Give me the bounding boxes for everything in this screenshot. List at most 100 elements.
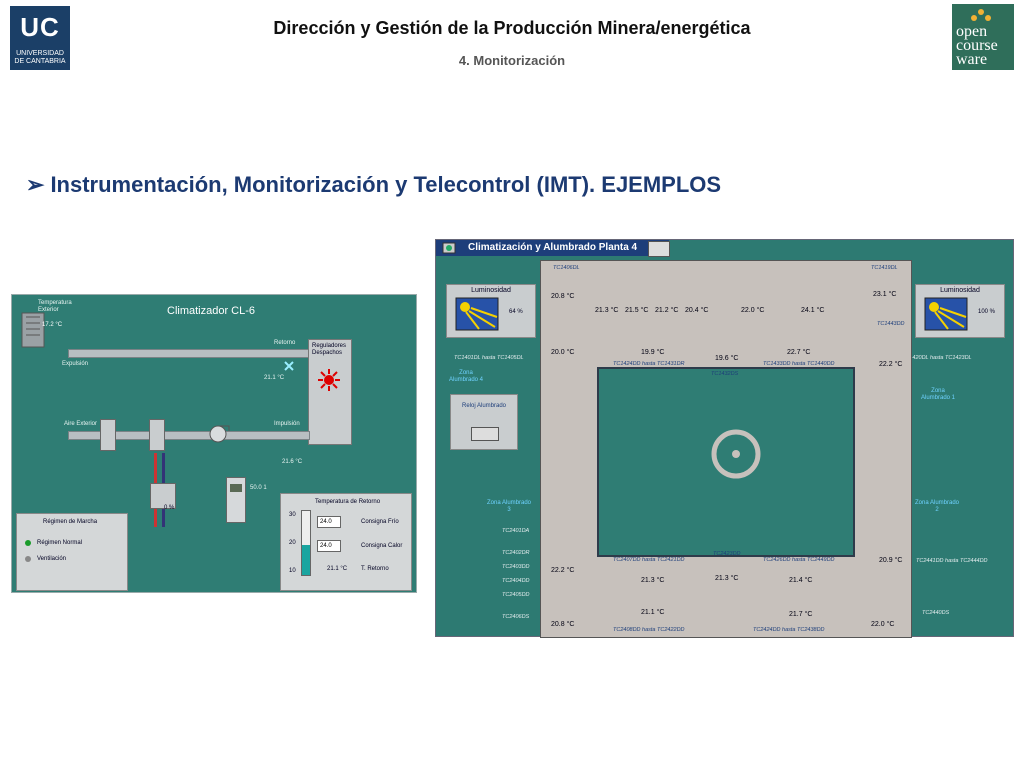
tc-2402: TC2402DR: [502, 550, 530, 556]
temp-sensor: 21.3 °C: [715, 575, 739, 582]
t-retorno-value: 21.1 °C: [327, 566, 348, 572]
slide-heading: ➢Instrumentación, Monitorización y Telec…: [26, 172, 721, 198]
ventilacion-indicator[interactable]: [25, 556, 31, 562]
reguladores-label: Reguladores Despachos: [312, 343, 347, 356]
return-duct: [68, 349, 310, 358]
page-title: Dirección y Gestión de la Producción Min…: [273, 18, 751, 38]
impulsion-temp: 21.6 °C: [282, 459, 303, 465]
consigna-calor-label: Consigna Calor: [361, 543, 403, 549]
temp-sensor: 22.2 °C: [879, 361, 903, 368]
luminosidad-left-value: 64 %: [509, 309, 523, 315]
supply-duct: [68, 431, 310, 440]
temp-retorno-box: Temperatura de Retorno 30 20 10 24.0 Con…: [280, 493, 412, 591]
temp-sensor: 21.3 °C: [595, 307, 619, 314]
tc-right-label: TC1420DL hasta TC1423DL: [902, 355, 972, 361]
reguladores-box: Reguladores Despachos: [308, 339, 352, 445]
uc-logo-name: UNIVERSIDAD DE CANTABRIA: [10, 50, 70, 66]
courtyard: [597, 367, 855, 557]
ocw-line3: ware: [956, 51, 988, 68]
temp-exterior-label: Temperatura Exterior: [38, 300, 72, 313]
vfd-device-icon[interactable]: [226, 477, 246, 523]
temp-sensor: 21.7 °C: [789, 611, 813, 618]
zona-alumbrado-1: Zona Alumbrado 1: [920, 388, 956, 401]
impulsion-label: Impulsión: [274, 421, 300, 427]
temp-sensor: 21.1 °C: [641, 609, 665, 616]
sun-icon: [924, 297, 968, 331]
temp-sensor: 24.1 °C: [801, 307, 825, 314]
regimen-normal-indicator[interactable]: [25, 540, 31, 546]
consigna-frio-label: Consigna Frío: [361, 519, 399, 525]
filter-icon: [100, 419, 116, 451]
temp-sensor: 19.6 °C: [715, 355, 739, 362]
tc-left-label: TC1401DL hasta TC1405DL: [454, 355, 524, 361]
outdoor-sensor-icon: [21, 312, 45, 348]
tc-2424: TC2424DD hasta TC2438DD: [753, 627, 825, 633]
luminosidad-left-box: Luminosidad 64 %: [446, 284, 536, 338]
uc-logo-line1: UNIVERSIDAD: [16, 50, 64, 57]
coil-icon: [149, 419, 165, 451]
tc-2423: TC2423DD: [713, 551, 741, 557]
climatizador-panel: Climatizador CL-6 Temperatura Exterior 1…: [11, 294, 417, 593]
luminosidad-left-title: Luminosidad: [471, 287, 511, 294]
ocw-line1: open: [956, 23, 988, 40]
bullet-arrow-icon: ➢: [26, 172, 45, 197]
valve-icon[interactable]: [150, 483, 176, 509]
zona-alumbrado-3: Zona Alumbrado 3: [486, 500, 532, 513]
scale-20: 20: [289, 540, 296, 546]
reloj-alumbrado-label: Reloj Alumbrado: [461, 403, 507, 409]
temp-sensor: 20.8 °C: [551, 293, 575, 300]
temp-sensor: 20.8 °C: [551, 621, 575, 628]
zona-alumbrado-2: Zona Alumbrado 2: [914, 500, 960, 513]
slide-heading-text: Instrumentación, Monitorización y Teleco…: [50, 172, 722, 197]
scale-30: 30: [289, 512, 296, 518]
tc-2405: TC2405DD: [502, 592, 530, 598]
tc-2403: TC2403DD: [502, 564, 530, 570]
consigna-calor-value[interactable]: 24.0: [317, 540, 341, 552]
ocw-logo: open course ware: [952, 4, 1014, 70]
temp-sensor: 22.2 °C: [551, 567, 575, 574]
scale-10: 10: [289, 568, 296, 574]
uc-logo-letters: UC: [20, 12, 60, 42]
tc-2401: TC2401DA: [502, 528, 530, 534]
tc-2441: TC2441DD hasta TC2444DD: [916, 558, 988, 564]
tc-1419: TC1419DL: [871, 265, 898, 271]
tc-2404: TC2404DD: [502, 578, 530, 584]
tc-1433: TC1433DD hasta TC1440DD: [763, 361, 835, 367]
sun-icon: [455, 297, 499, 331]
fan-icon[interactable]: [208, 425, 230, 443]
ocw-dots-icon: [971, 9, 991, 21]
tc-2440: TC2440DS: [922, 610, 950, 616]
window-icon[interactable]: [442, 242, 456, 254]
retorno-temp: 21.1 °C: [264, 375, 285, 381]
tc-1443: TC1443DD: [877, 321, 905, 327]
reloj-alumbrado-button[interactable]: [471, 427, 499, 441]
uc-logo-line2: DE CANTABRIA: [14, 58, 66, 65]
luminosidad-right-title: Luminosidad: [940, 287, 980, 294]
tc-2408: TC2408DD hasta TC2422DD: [613, 627, 685, 633]
floor-plan: TC1406DL TC1419DL TC1443DD 20.8 °C 21.3 …: [540, 260, 912, 638]
reloj-alumbrado-box: Reloj Alumbrado: [450, 394, 518, 450]
tc-2406: TC2406DS: [502, 614, 530, 620]
retorno-label: Retorno: [274, 340, 296, 346]
luminosidad-right-box: Luminosidad 100 %: [915, 284, 1005, 338]
zona-alumbrado-4: Zona Alumbrado 4: [448, 370, 484, 383]
temp-sensor: 21.4 °C: [789, 577, 813, 584]
temp-sensor: 22.0 °C: [741, 307, 765, 314]
expulsion-label: Expulsión: [62, 361, 89, 367]
temp-sensor: 22.0 °C: [871, 621, 895, 628]
tc-1406: TC1406DL: [553, 265, 580, 271]
temp-bar: [301, 510, 311, 576]
planta4-titlebar: Climatización y Alumbrado Planta 4: [436, 240, 669, 256]
regimen-normal-label: Régimen Normal: [37, 540, 83, 546]
temp-exterior-value: 17.2 °C: [42, 322, 63, 328]
consigna-frio-value[interactable]: 24.0: [317, 516, 341, 528]
page-subtitle: 4. Monitorización: [458, 53, 566, 68]
ventilacion-label: Ventilación: [37, 556, 67, 562]
uc-logo: UC UNIVERSIDAD DE CANTABRIA: [10, 6, 70, 70]
aire-exterior-label: Aire Exterior: [64, 421, 98, 427]
exit-door-icon[interactable]: [648, 241, 670, 257]
temp-sensor: 21.2 °C: [655, 307, 679, 314]
temp-sensor: 23.1 °C: [873, 291, 897, 298]
tc-1432: TC1432DS: [711, 371, 739, 377]
valve-percent: 0 %: [164, 505, 175, 511]
